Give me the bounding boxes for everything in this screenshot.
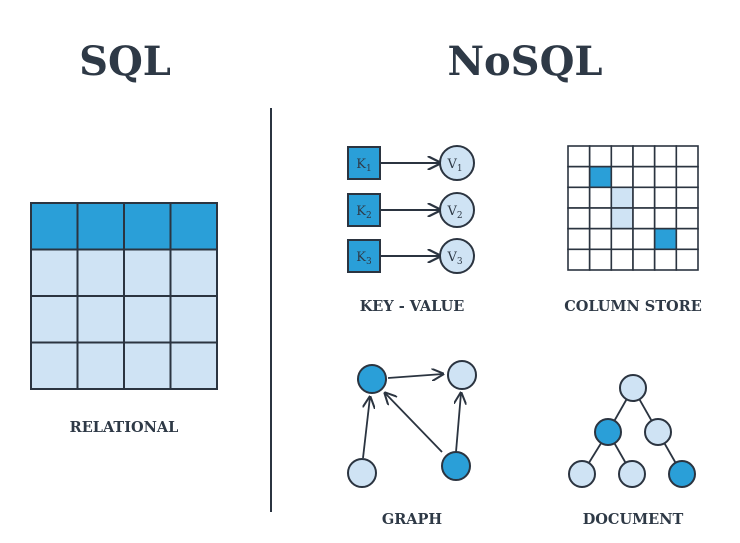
table-cell	[169, 248, 218, 297]
key-box	[347, 146, 381, 180]
column-store-cell	[675, 165, 699, 189]
graph-node	[441, 451, 471, 481]
graph-edge	[362, 397, 370, 459]
tree-node	[644, 418, 672, 446]
column-store-cell	[653, 207, 678, 230]
column-store-cell	[588, 207, 613, 230]
table-cell	[30, 202, 79, 251]
column-store-cell	[632, 227, 656, 251]
value-circle	[439, 192, 475, 228]
column-store-cell	[675, 207, 699, 230]
table-cell	[76, 248, 125, 297]
graph-edge	[456, 393, 461, 453]
table-cell	[123, 248, 172, 297]
document-label: DOCUMENT	[583, 511, 684, 528]
column-store-cell	[653, 227, 678, 251]
sql-heading: SQL	[79, 38, 171, 85]
tree-node	[618, 460, 646, 488]
graph-node	[357, 364, 387, 394]
key-box	[347, 239, 381, 273]
table-cell	[76, 202, 125, 251]
column-store-cell	[567, 165, 591, 189]
column-store-cell	[567, 227, 591, 251]
graph-diagram	[347, 360, 477, 488]
column-store-cell	[567, 248, 591, 271]
nosql-heading: NoSQL	[447, 38, 602, 85]
column-store-cell	[675, 248, 699, 271]
column-store-cell	[610, 248, 634, 271]
column-store-cell	[675, 186, 699, 209]
table-cell	[76, 295, 125, 344]
graph-edge	[385, 393, 443, 453]
table-cell	[169, 202, 218, 251]
key-box	[347, 193, 381, 227]
table-cell	[123, 295, 172, 344]
column-store-cell	[610, 227, 634, 251]
value-circle	[439, 145, 475, 181]
table-cell	[123, 202, 172, 251]
column-store-cell	[653, 165, 678, 189]
column-store-cell	[610, 207, 634, 230]
column-store-cell	[588, 165, 613, 189]
column-store-cell	[567, 186, 591, 209]
column-store-cell	[632, 145, 656, 168]
column-store-cell	[588, 145, 613, 168]
column-store-cell	[653, 145, 678, 168]
tree-node	[594, 418, 622, 446]
graph-node	[347, 458, 377, 488]
column-store-cell	[567, 145, 591, 168]
graph-label: GRAPH	[382, 511, 443, 528]
column-store-cell	[610, 186, 634, 209]
table-cell	[30, 341, 79, 390]
column-store-cell	[567, 207, 591, 230]
column-store-cell	[653, 248, 678, 271]
column-store-cell	[610, 145, 634, 168]
column-store-cell	[610, 165, 634, 189]
document-tree	[568, 374, 696, 488]
tree-node	[568, 460, 596, 488]
graph-node	[447, 360, 477, 390]
column-store-cell	[588, 186, 613, 209]
relational-label: RELATIONAL	[70, 419, 179, 436]
graph-edge	[387, 374, 443, 378]
column-store-cell	[632, 207, 656, 230]
column-store-cell	[675, 227, 699, 251]
table-cell	[169, 341, 218, 390]
column-store-cell	[632, 186, 656, 209]
column-store-cell	[632, 165, 656, 189]
table-cell	[30, 295, 79, 344]
tree-node	[668, 460, 696, 488]
table-cell	[169, 295, 218, 344]
table-cell	[123, 341, 172, 390]
relational-table	[30, 202, 218, 390]
column-store-cell	[675, 145, 699, 168]
tree-node	[619, 374, 647, 402]
value-circle	[439, 238, 475, 274]
column-store-grid	[567, 145, 699, 271]
column-store-label: COLUMN STORE	[564, 298, 702, 315]
column-store-cell	[588, 227, 613, 251]
table-cell	[76, 341, 125, 390]
column-store-cell	[632, 248, 656, 271]
column-store-cell	[588, 248, 613, 271]
key-value-label: KEY - VALUE	[360, 298, 465, 315]
table-cell	[30, 248, 79, 297]
column-store-cell	[653, 186, 678, 209]
